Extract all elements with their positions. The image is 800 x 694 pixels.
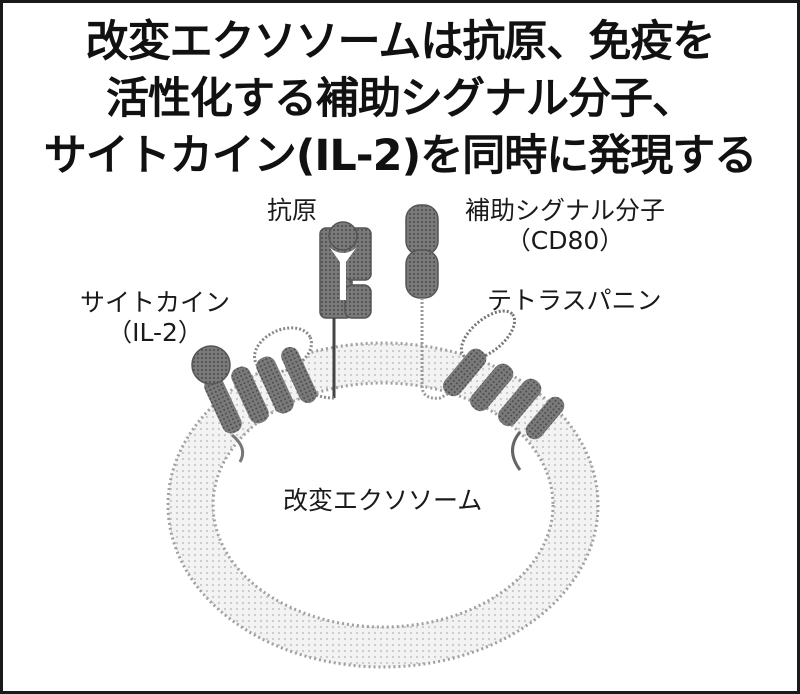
cd80-protein — [405, 204, 456, 400]
label-costimulatory: 補助シグナル分子 （CD80） — [440, 196, 690, 256]
title-line-2: 活性化する補助シグナル分子、 — [106, 74, 695, 124]
label-antigen: 抗原 — [267, 196, 318, 225]
lipid-bilayer-membrane — [166, 341, 600, 669]
tetraspanin-right — [443, 309, 565, 471]
label-cytokine-name: サイトカイン — [79, 288, 230, 317]
label-exosome: 改変エクソソーム — [283, 486, 483, 515]
title-line-3: サイトカイン(IL-2)を同時に発現する — [43, 131, 757, 181]
label-costimulatory-name: 補助シグナル分子 — [464, 196, 665, 225]
diagram-title: 改変エクソソームは抗原、免疫を 活性化する補助シグナル分子、 サイトカイン(IL… — [0, 14, 800, 185]
il2-tetraspanin-left — [191, 326, 317, 463]
label-costimulatory-cd80: （CD80） — [505, 226, 625, 255]
antigen-protein — [283, 221, 372, 400]
title-line-1: 改変エクソソームは抗原、免疫を — [85, 17, 716, 67]
label-cytokine-il2: （IL-2） — [107, 318, 203, 347]
label-cytokine: サイトカイン （IL-2） — [70, 288, 240, 348]
label-tetraspanin: テトラスパニン — [487, 286, 662, 315]
